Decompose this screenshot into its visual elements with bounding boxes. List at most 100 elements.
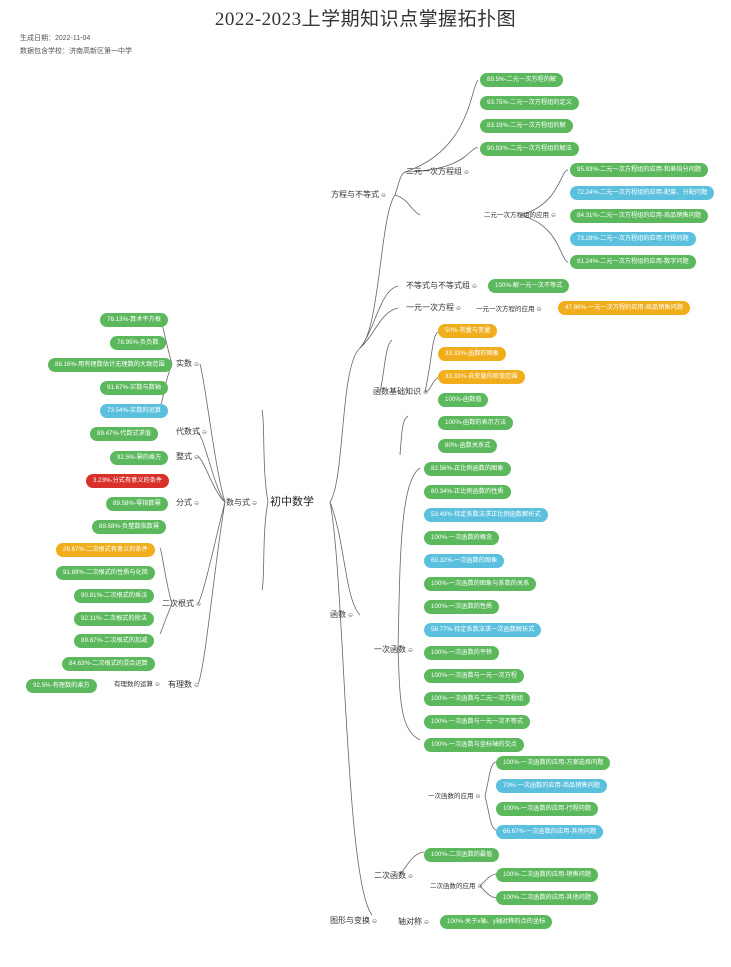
knowledge-point-pill: 26.67%-二次根式有意义的条件: [56, 543, 155, 557]
knowledge-point-pill: 100%-一次函数的性质: [424, 600, 500, 614]
knowledge-point-pill: 89.58%-负整数指数幂: [92, 520, 167, 534]
collapse-toggle-icon[interactable]: ⊖: [456, 306, 462, 312]
node-shu: 数与式⊖: [226, 497, 259, 509]
collapse-toggle-icon[interactable]: ⊖: [194, 501, 200, 507]
node-root: 初中数学: [270, 494, 314, 510]
node-erci: 二次函数⊖: [374, 870, 415, 882]
node-hanshu_basic: 函数基础知识⊖: [373, 386, 430, 398]
knowledge-point-pill: 72.24%-二元一次方程组的应用-配套、分配问题: [570, 186, 715, 200]
knowledge-point-pill: 89.47%-代数式求值: [90, 427, 158, 441]
node-label: 一元一次方程: [406, 303, 454, 312]
node-zhengshi: 整式⊖: [176, 451, 201, 463]
collapse-toggle-icon[interactable]: ⊖: [381, 193, 387, 199]
knowledge-point-pill: 91.24%-二元一次方程组的应用-数字问题: [570, 255, 696, 269]
page-title: 2022-2023上学期知识点掌握拓扑图: [214, 9, 517, 30]
knowledge-point-pill: 80%-函数关系式: [438, 439, 498, 453]
node-hanshu: 函数⊖: [330, 609, 355, 621]
node-shishu: 实数⊖: [176, 358, 201, 370]
node-fenshi: 分式⊖: [176, 497, 201, 509]
generated-date: 生成日期：2022-11-04: [20, 35, 91, 42]
collapse-toggle-icon[interactable]: ⊖: [408, 648, 414, 654]
knowledge-point-pill: 50%-常量与变量: [438, 324, 498, 338]
node-yiyuan_app: 一元一次方程的应用⊖: [476, 304, 544, 316]
knowledge-point-pill: 73.54%-实数的运算: [100, 404, 168, 418]
knowledge-point-pill: 91.89%-二次根式的性质与化简: [56, 566, 155, 580]
knowledge-point-pill: 100%-一次函数与一元一次方程: [424, 669, 524, 683]
knowledge-point-pill: 60.32%-一次函数的图象: [424, 554, 505, 568]
collapse-toggle-icon[interactable]: ⊖: [472, 284, 478, 290]
collapse-toggle-icon[interactable]: ⊖: [551, 213, 557, 219]
collapse-toggle-icon[interactable]: ⊖: [194, 683, 200, 689]
node-label: 分式: [176, 498, 192, 507]
collapse-toggle-icon[interactable]: ⊖: [536, 307, 542, 313]
collapse-toggle-icon[interactable]: ⊖: [475, 794, 481, 800]
knowledge-point-pill: 100%-关于x轴、y轴对称的点的坐标: [440, 915, 553, 929]
collapse-toggle-icon[interactable]: ⊖: [196, 602, 202, 608]
node-label: 函数基础知识: [373, 387, 421, 396]
knowledge-point-pill: 100%-二次函数的应用-销售问题: [496, 868, 599, 882]
knowledge-point-pill: 89.58%-零指数幂: [106, 497, 168, 511]
knowledge-point-pill: 88.16%-用有理数估计无理数的大致范围: [48, 358, 172, 372]
node-erci_app: 二次函数的应用⊖: [430, 881, 485, 893]
knowledge-point-pill: 33.33%-自变量的取值范围: [438, 370, 525, 384]
node-label: 代数式: [176, 427, 200, 436]
collapse-toggle-icon[interactable]: ⊖: [464, 170, 470, 176]
node-yici_app: 一次函数的应用⊖: [428, 791, 483, 803]
knowledge-point-pill: 58.77%-待定系数法求一次函数解析式: [424, 623, 542, 637]
knowledge-point-pill: 100%-二次函数的应用-其他问题: [496, 891, 599, 905]
knowledge-point-pill: 89.5%-二元一次方程的解: [480, 73, 564, 87]
node-youli_calc: 有理数的运算⊖: [114, 679, 162, 691]
node-label: 图形与变换: [330, 916, 370, 925]
node-tuxing: 图形与变换⊖: [330, 915, 379, 927]
node-label: 一元一次方程的应用: [476, 306, 535, 313]
knowledge-point-pill: 84.31%-二元一次方程组的应用-商品销售问题: [570, 209, 709, 223]
collapse-toggle-icon[interactable]: ⊖: [252, 501, 258, 507]
knowledge-point-pill: 83.19%-二元一次方程组的解: [480, 119, 573, 133]
knowledge-point-pill: 80.34%-正比例函数的性质: [424, 485, 511, 499]
collapse-toggle-icon[interactable]: ⊖: [408, 874, 414, 880]
knowledge-point-pill: 78.95%-负负数: [110, 336, 166, 350]
node-label: 二次函数的应用: [430, 883, 476, 890]
collapse-toggle-icon[interactable]: ⊖: [424, 920, 430, 926]
knowledge-point-pill: 100%-一次函数与一元一次不等式: [424, 715, 531, 729]
knowledge-point-pill: 100%-一次函数的图象与系数的关系: [424, 577, 537, 591]
collapse-toggle-icon[interactable]: ⊖: [194, 362, 200, 368]
collapse-toggle-icon[interactable]: ⊖: [423, 390, 429, 396]
knowledge-point-pill: 84.63%-二次根式的混合运算: [62, 657, 155, 671]
knowledge-point-pill: 100%-二次函数的最值: [424, 848, 500, 862]
knowledge-point-pill: 90.93%-二元一次方程组的解法: [480, 142, 579, 156]
knowledge-point-pill: 100%-一次函数与二元一次方程组: [424, 692, 531, 706]
knowledge-point-pill: 100%-一次函数的平移: [424, 646, 500, 660]
node-label: 二次函数: [374, 871, 406, 880]
knowledge-point-pill: 95.83%-二元一次方程组的应用-和差倍分问题: [570, 163, 709, 177]
knowledge-point-pill: 100%-解一元一次不等式: [488, 279, 570, 293]
knowledge-point-pill: 100%-一次函数的概念: [424, 531, 500, 545]
node-label: 初中数学: [270, 496, 314, 508]
knowledge-point-pill: 92.5%-有理数的乘方: [26, 679, 97, 693]
node-label: 一次函数: [374, 645, 406, 654]
knowledge-point-pill: 73.28%-二元一次方程组的应用-行程问题: [570, 232, 696, 246]
knowledge-point-pill: 3.23%-分式有意义的条件: [86, 474, 170, 488]
knowledge-point-pill: 100%-一次函数的应用-行程问题: [496, 802, 599, 816]
node-daishu: 代数式⊖: [176, 426, 209, 438]
node-ergen: 二次根式⊖: [162, 598, 203, 610]
node-budengshi: 不等式与不等式组⊖: [406, 280, 479, 292]
knowledge-point-pill: 33.33%-函数的图象: [438, 347, 506, 361]
collapse-toggle-icon[interactable]: ⊖: [372, 919, 378, 925]
node-label: 方程与不等式: [331, 190, 379, 199]
knowledge-point-pill: 76.13%-算术平方根: [100, 313, 168, 327]
node-fangcheng: 方程与不等式⊖: [331, 189, 388, 201]
collapse-toggle-icon[interactable]: ⊖: [477, 884, 483, 890]
school-info: 数据包含学校：济南高新区第一中学: [20, 48, 132, 55]
node-label: 实数: [176, 359, 192, 368]
node-label: 函数: [330, 610, 346, 619]
collapse-toggle-icon[interactable]: ⊖: [194, 455, 200, 461]
node-label: 不等式与不等式组: [406, 281, 470, 290]
collapse-toggle-icon[interactable]: ⊖: [202, 430, 208, 436]
node-yiyuan: 一元一次方程⊖: [406, 302, 463, 314]
knowledge-point-pill: 92.11%-二次根式的除法: [74, 612, 154, 626]
collapse-toggle-icon[interactable]: ⊖: [155, 682, 161, 688]
node-label: 有理数: [168, 680, 192, 689]
collapse-toggle-icon[interactable]: ⊖: [348, 613, 354, 619]
